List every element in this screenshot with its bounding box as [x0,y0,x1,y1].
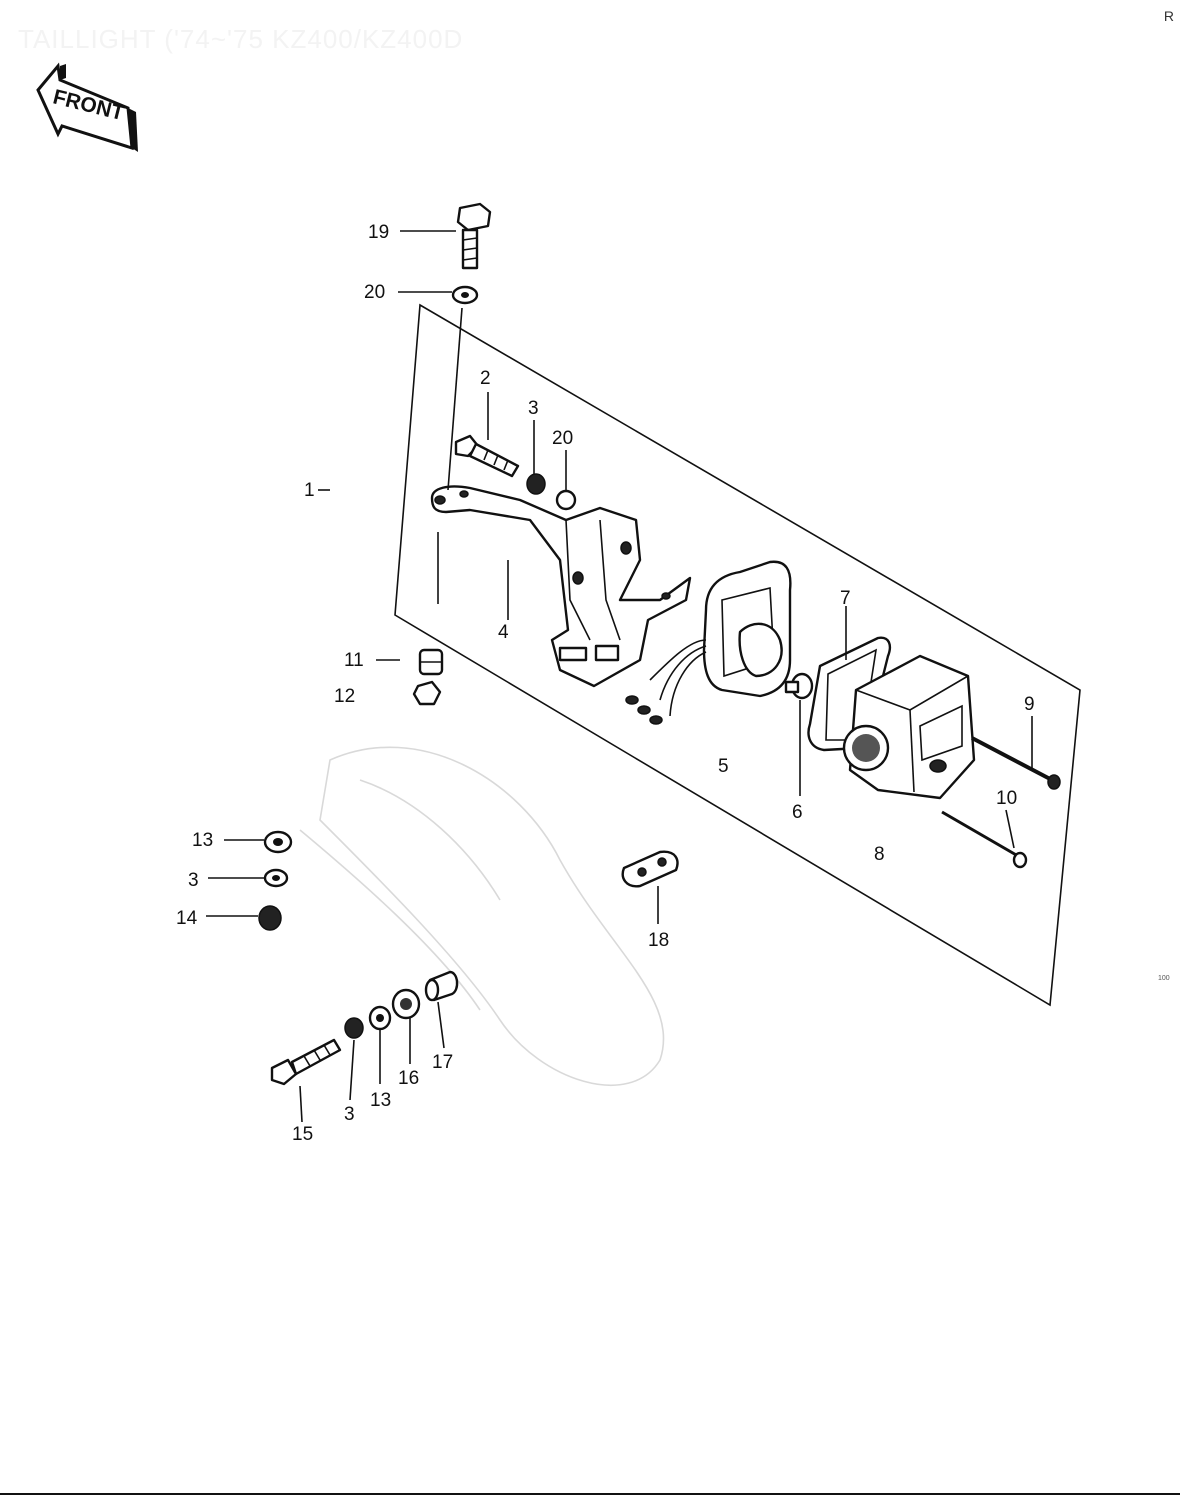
collar-17 [424,970,459,1002]
callout-10: 10 [996,788,1017,809]
bolt-15 [270,1038,342,1086]
callout-9: 9 [1024,694,1035,715]
bottom-rule [0,1493,1180,1495]
callout-17: 17 [432,1052,453,1073]
fender-ghost-outline [299,746,665,1086]
bracket-4 [430,485,692,688]
callout-11: 11 [344,650,364,671]
callout-20-bracket: 20 [552,428,573,449]
callout-4: 4 [498,622,509,643]
callout-19: 19 [368,222,389,243]
callout-3-upper: 3 [528,398,539,419]
front-arrow-icon: FRONT [36,62,138,152]
callout-13-left: 13 [192,830,213,851]
callout-15: 15 [292,1124,313,1145]
diagram-title: TAILLIGHT ('74~'75 KZ400/KZ400D [18,24,464,54]
bulb-6 [784,672,814,700]
callout-6: 6 [792,802,803,823]
callout-20-top: 20 [364,282,385,303]
callout-3-bottom: 3 [344,1104,355,1125]
parts-board-outline [394,303,1081,1007]
plate-18 [621,850,679,888]
cap-nut-14 [258,905,282,931]
callout-5: 5 [718,756,729,777]
grommet-11 [418,648,444,676]
nut-3-upper [526,473,546,495]
edge-mark: 100 [1158,975,1170,982]
callout-12: 12 [334,686,355,707]
callout-3-left: 3 [188,870,199,891]
nut-3-bottom [344,1017,364,1039]
callout-18: 18 [648,930,669,951]
leader-lines [206,230,1033,1123]
callout-2: 2 [480,368,491,389]
callout-8: 8 [874,844,885,865]
page-mark: R [1163,8,1174,24]
callout-14: 14 [176,908,198,929]
callout-1: 1 [304,480,315,501]
bolt-19 [456,202,492,270]
bolt-2 [454,434,520,478]
washer-20-bracket [555,489,577,511]
callout-13-bottom: 13 [370,1090,391,1111]
lamp-base-5 [625,560,792,725]
nut-12 [412,680,442,706]
screw-9 [971,736,1061,790]
callout-7: 7 [840,588,851,609]
lens-8 [842,654,976,800]
screw-10 [941,810,1028,869]
callout-16: 16 [398,1068,419,1089]
